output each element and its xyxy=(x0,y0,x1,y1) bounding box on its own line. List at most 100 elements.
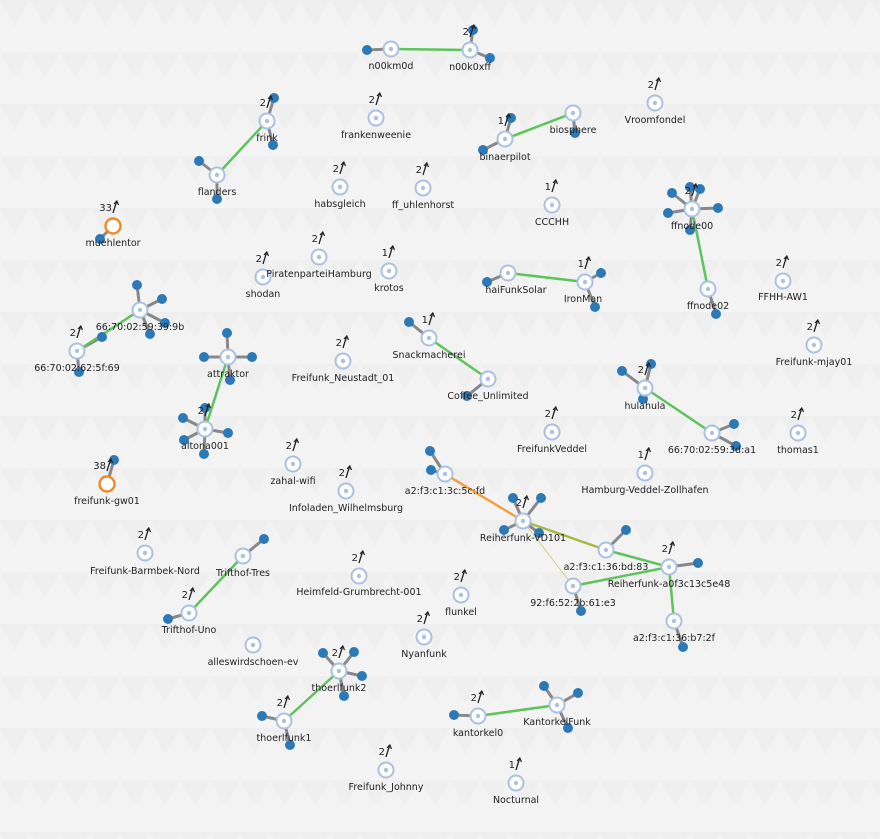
node-kantorkelfunk[interactable]: KantorkelFunk xyxy=(523,696,591,729)
mesh-link-trifthof-tres-to-trifthof-uno[interactable] xyxy=(188,555,244,614)
node-trifthof-tres[interactable]: Trifthof-Tres xyxy=(215,547,270,580)
client-dot-thoerlfunk2[interactable] xyxy=(318,648,328,658)
client-dot-66-70-02-59-39-9b[interactable] xyxy=(145,329,155,339)
node-flanders[interactable]: flanders xyxy=(198,166,237,199)
client-dot-66-70-02-62-5f-69[interactable] xyxy=(74,367,84,377)
client-dot-kantorkelfunk[interactable] xyxy=(563,723,573,733)
client-dot-reiherfunk-vd101[interactable] xyxy=(536,493,546,503)
client-dot-66-70-02-59-39-9b[interactable] xyxy=(157,294,167,304)
node-haifunksolar[interactable]: haiFunkSolar xyxy=(485,264,547,297)
mesh-link-n00km0d-to-n00k0xff[interactable] xyxy=(390,47,471,52)
client-dot-66-70-02-59-39-9b[interactable] xyxy=(132,280,142,290)
client-dot-kantorkelfunk[interactable] xyxy=(573,688,583,698)
client-dot-thoerlfunk2[interactable] xyxy=(349,647,359,657)
client-dot-hulahula[interactable] xyxy=(617,366,627,376)
client-dot-reiherfunk-vd101[interactable] xyxy=(499,525,509,535)
mesh-link-binaerpilot-to-biosphere[interactable] xyxy=(504,111,574,141)
client-dot-ffnode02[interactable] xyxy=(711,309,721,319)
client-dot-thoerlfunk1[interactable] xyxy=(257,711,267,721)
mesh-link-reiherfunk-a0f3c13c5e48-to-a2-f3-c1-36-b7-2f[interactable] xyxy=(667,566,676,622)
client-dot-flanders[interactable] xyxy=(194,156,204,166)
client-dot-a2-f3-c1-3c-5c-fd[interactable] xyxy=(425,446,435,456)
client-dot-kantorkel0[interactable] xyxy=(449,710,459,720)
client-dot-ironman[interactable] xyxy=(590,302,600,312)
node-a2-f3-c1-36-bd-83[interactable]: a2:f3:c1:36:bd:83 xyxy=(564,541,649,574)
mesh-link-thoerlfunk2-to-thoerlfunk1[interactable] xyxy=(283,670,340,722)
client-dot-66-70-02-59-3d-a1[interactable] xyxy=(731,441,741,451)
mesh-link-66-70-02-59-39-9b-to-66-70-02-62-5f-69[interactable] xyxy=(76,308,141,353)
client-dot-reiherfunk-vd101[interactable] xyxy=(508,493,518,503)
node-attraktor[interactable]: attraktor xyxy=(207,348,249,381)
client-dot-frink[interactable] xyxy=(268,140,278,150)
client-dot-thoerlfunk1[interactable] xyxy=(285,740,295,750)
client-dot-snackmacherei[interactable] xyxy=(404,317,414,327)
client-dot-haifunksolar[interactable] xyxy=(482,277,492,287)
mesh-link-a2-f3-c1-36-bd-83-to-reiherfunk-a0f3c13c5e48[interactable] xyxy=(605,548,670,569)
node-ffnode02[interactable]: ffnode02 xyxy=(687,280,729,313)
client-dot-92-f6-52-2b-61-e3[interactable] xyxy=(576,606,586,616)
mesh-link-kantorkel0-to-kantorkelfunk[interactable] xyxy=(477,703,558,718)
node-coffee-unlimited[interactable]: Coffee_Unlimited xyxy=(447,370,529,403)
client-dot-a2-f3-c1-36-bd-83[interactable] xyxy=(621,525,631,535)
client-dot-altona001[interactable] xyxy=(199,449,209,459)
node-a2-f3-c1-3c-5c-fd[interactable]: a2:f3:c1:3c:5c:fd xyxy=(405,465,485,498)
node-66-70-02-62-5f-69[interactable]: 66:70:02:62:5f:692 xyxy=(34,324,120,374)
client-dot-66-70-02-59-39-9b[interactable] xyxy=(160,318,170,328)
mesh-link-attraktor-to-altona001[interactable] xyxy=(203,356,230,430)
client-dot-ffnode00[interactable] xyxy=(685,225,695,235)
client-dot-frink[interactable] xyxy=(269,93,279,103)
mesh-link-haifunksolar-to-ironman[interactable] xyxy=(507,271,586,284)
node-n00km0d[interactable]: n00km0d xyxy=(369,40,414,73)
mesh-link-ffnode00-to-ffnode02[interactable] xyxy=(690,208,710,290)
mesh-link-snackmacherei-to-coffee-unlimited[interactable] xyxy=(428,336,489,381)
client-dot-thoerlfunk2[interactable] xyxy=(339,691,349,701)
node-a2-f3-c1-36-b7-2f[interactable]: a2:f3:c1:36:b7:2f xyxy=(633,612,716,645)
client-dot-ffnode00[interactable] xyxy=(667,188,677,198)
mesh-link-reiherfunk-vd101-to-a2-f3-c1-36-bd-83[interactable] xyxy=(522,519,607,552)
client-dot-attraktor[interactable] xyxy=(247,352,257,362)
client-dot-a2-f3-c1-36-b7-2f[interactable] xyxy=(678,642,688,652)
client-dot-biosphere[interactable] xyxy=(570,128,580,138)
client-dot-ffnode00[interactable] xyxy=(713,203,723,213)
client-dot-attraktor[interactable] xyxy=(225,375,235,385)
client-dot-ffnode00[interactable] xyxy=(663,208,673,218)
client-dot-attraktor[interactable] xyxy=(199,352,209,362)
mesh-link-frink-to-flanders[interactable] xyxy=(216,120,268,176)
client-dot-flanders[interactable] xyxy=(212,194,222,204)
client-dot-hulahula[interactable] xyxy=(646,359,656,369)
client-dot-thoerlfunk2[interactable] xyxy=(357,671,367,681)
client-dot-binaerpilot[interactable] xyxy=(478,145,488,155)
node-alleswirdschoen-ev[interactable]: alleswirdschoen-ev xyxy=(208,636,299,669)
node-66-70-02-59-39-9b[interactable]: 66:70:02:59:39:9b xyxy=(96,301,185,334)
client-dot-freifunk-gw01[interactable] xyxy=(109,455,119,465)
